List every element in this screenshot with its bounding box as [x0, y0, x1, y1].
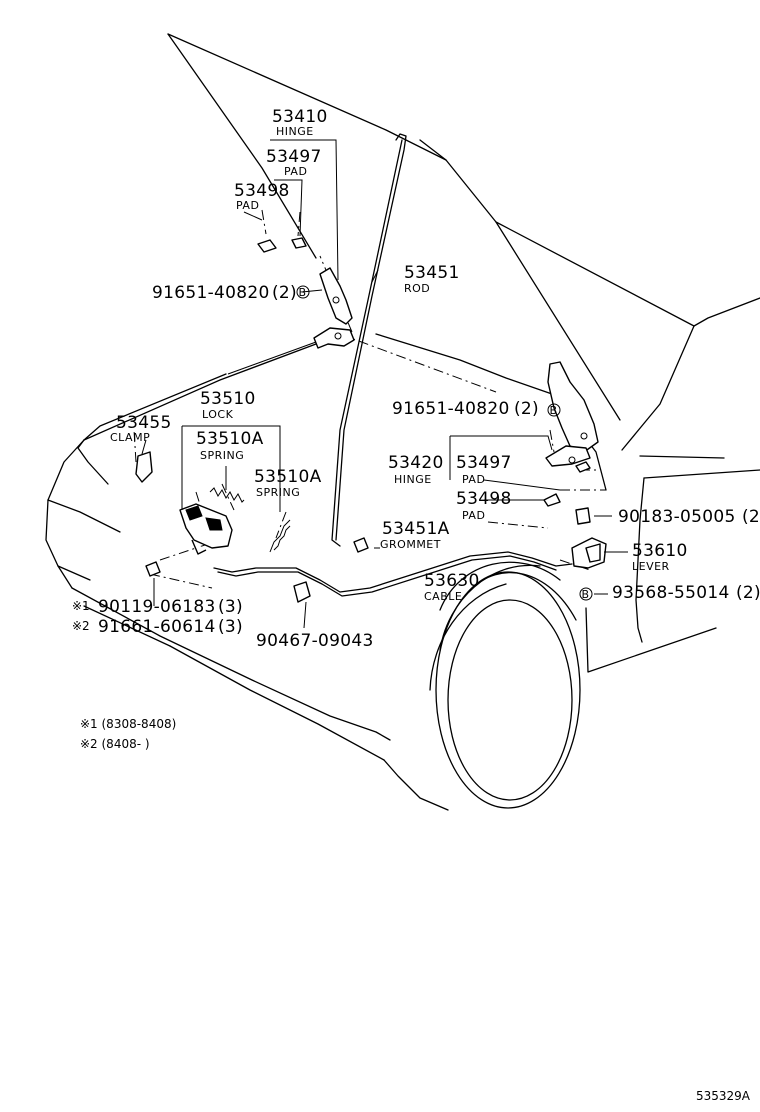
part-number-53497: 53497: [266, 147, 322, 167]
pad-53498-part: [257, 239, 277, 253]
part-qty: (3): [218, 597, 243, 617]
cable-part: [213, 551, 573, 597]
bolt-marker-b-icon: B: [299, 286, 307, 299]
part-name-rod: ROD: [404, 282, 430, 295]
part-name-pad: PAD: [236, 199, 259, 212]
part-qty: (2): [272, 283, 297, 303]
part-name-lock: LOCK: [202, 408, 234, 421]
part-name-pad: PAD: [462, 473, 485, 486]
bolt-marker-b-icon: B: [582, 588, 590, 601]
spring-a-part: [209, 487, 245, 503]
pad-right-part: [575, 461, 591, 473]
labels: 53410 HINGE 53497 PAD 53498 PAD 91651-40…: [72, 107, 760, 1103]
hood-rod-part: [331, 133, 407, 547]
bolt-marker-icons: B B B: [296, 285, 593, 601]
part-name-spring: SPRING: [256, 486, 300, 499]
part-number-53510: 53510: [200, 389, 256, 409]
part-number-53498: 53498: [456, 489, 512, 509]
lever-part: [571, 537, 607, 569]
part-qty: (2: [742, 507, 760, 527]
part-number-91651-40820: 91651-40820: [392, 399, 510, 419]
leader-lines: [141, 139, 628, 629]
part-name-pad: PAD: [284, 165, 307, 178]
spring-b-part: [269, 519, 291, 553]
part-name-hinge: HINGE: [394, 473, 432, 486]
part-number-91651-40820: 91651-40820: [152, 283, 270, 303]
part-name-pad: PAD: [462, 509, 485, 522]
part-name-spring: SPRING: [200, 449, 244, 462]
hinge-left-part: [313, 267, 355, 349]
part-name-hinge: HINGE: [276, 125, 314, 138]
date-note-2: ※2 (8408- ): [80, 737, 150, 751]
part-name-clamp: CLAMP: [110, 431, 150, 444]
part-qty: (2): [736, 583, 760, 603]
part-number-53410: 53410: [272, 107, 328, 127]
part-number-53510a: 53510A: [196, 429, 264, 449]
lock-bolt-part: [145, 561, 161, 577]
part-number-53630: 53630: [424, 571, 480, 591]
part-number-53420: 53420: [388, 453, 444, 473]
part-number-53498: 53498: [234, 181, 290, 201]
figure-reference: 535329A: [696, 1089, 751, 1103]
part-qty: (3): [218, 617, 243, 637]
lock-part: [179, 503, 233, 555]
bolt-marker-b-icon: B: [550, 404, 558, 417]
part-number-53610: 53610: [632, 541, 688, 561]
part-name-grommet: GROMMET: [380, 538, 441, 551]
part-number-53455: 53455: [116, 413, 172, 433]
cable-clip-part: [293, 581, 311, 603]
part-number-53451: 53451: [404, 263, 460, 283]
vehicle-outline: [45, 33, 760, 811]
pad-53497-part: [291, 237, 307, 249]
part-number-53451a: 53451A: [382, 519, 450, 539]
clip-90183-part: [575, 507, 591, 525]
hinge-right-part: [545, 361, 599, 467]
part-name-lever: LEVER: [632, 560, 670, 573]
pad-right-lower-part: [543, 493, 561, 507]
part-number-90119-06183: 90119-06183: [98, 597, 216, 617]
part-number-90467-09043: 90467-09043: [256, 631, 374, 651]
part-name-cable: CABLE: [424, 590, 462, 603]
clamp-part: [135, 451, 153, 483]
grommet-part: [353, 537, 369, 553]
date-note-1: ※1 (8308-8408): [80, 717, 176, 731]
part-number-93568-55014: 93568-55014: [612, 583, 730, 603]
part-qty: (2): [514, 399, 539, 419]
part-number-53510a: 53510A: [254, 467, 322, 487]
part-number-90183-05005: 90183-05005: [618, 507, 736, 527]
note-marker: ※1: [72, 599, 90, 613]
part-number-53497: 53497: [456, 453, 512, 473]
note-marker: ※2: [72, 619, 90, 633]
part-number-91661-60614: 91661-60614: [98, 617, 216, 637]
